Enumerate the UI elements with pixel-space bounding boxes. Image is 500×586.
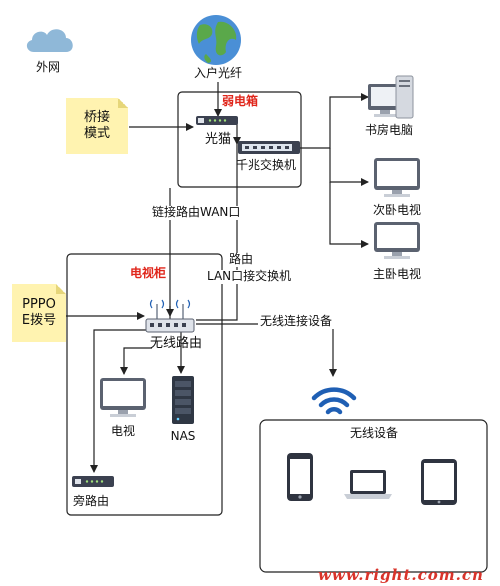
gigabit-switch-label: 千兆交换机 — [236, 158, 297, 172]
wireless-link-label: 无线连接设备 — [258, 314, 335, 329]
pppoe-note: PPPO E拨号 — [12, 284, 66, 342]
watermark: www.right.com.cn — [318, 566, 484, 584]
bridge-mode-line2: 模式 — [83, 126, 110, 141]
wireless-devices-title: 无线设备 — [349, 426, 398, 440]
tv-cabinet-frame — [66, 253, 223, 516]
router-icon — [72, 476, 114, 487]
tv-cabinet-title: 电视柜 — [130, 266, 167, 280]
wireless-router-label: 无线路由 — [150, 336, 203, 351]
monitor-icon — [374, 158, 420, 197]
modem-label: 光猫 — [205, 132, 232, 147]
monitor-icon — [100, 378, 146, 417]
fiber-label: 入户光纤 — [193, 66, 242, 80]
master-bedroom-tv-label: 主卧电视 — [372, 267, 421, 281]
server-icon — [172, 376, 194, 424]
weak-box-frame — [177, 91, 302, 188]
wifi-icon — [311, 387, 357, 415]
side-router-label: 旁路由 — [73, 494, 110, 508]
internet-label: 外网 — [35, 60, 60, 74]
phone-icon — [287, 453, 313, 501]
bridge-mode-note: 桥接 模式 — [66, 98, 128, 154]
pppoe-line2: E拨号 — [21, 313, 57, 328]
wireless-devices-frame — [259, 419, 488, 573]
monitor-icon — [374, 222, 420, 259]
laptop-icon — [344, 470, 392, 499]
tv-label: 电视 — [110, 424, 135, 438]
modem-icon — [196, 116, 238, 125]
wan-link-label: 链接路由WAN口 — [150, 205, 243, 220]
pppoe-line1: PPPO — [22, 296, 56, 312]
lan-switch-label-line1: 路由 — [224, 252, 258, 267]
desktop-pc-icon — [368, 75, 414, 119]
router-icon — [145, 299, 195, 333]
tablet-icon — [421, 459, 457, 505]
study-pc-label: 书房电脑 — [364, 123, 413, 137]
second-bedroom-tv-label: 次卧电视 — [372, 203, 421, 217]
bridge-mode-line1: 桥接 — [83, 109, 110, 125]
cloud-icon — [26, 29, 73, 52]
nas-label: NAS — [170, 429, 196, 443]
switch-icon — [238, 141, 300, 154]
globe-icon — [191, 15, 241, 65]
lan-switch-label-line2: LAN口接交换机 — [205, 269, 294, 284]
weak-box-title: 弱电箱 — [222, 94, 259, 108]
